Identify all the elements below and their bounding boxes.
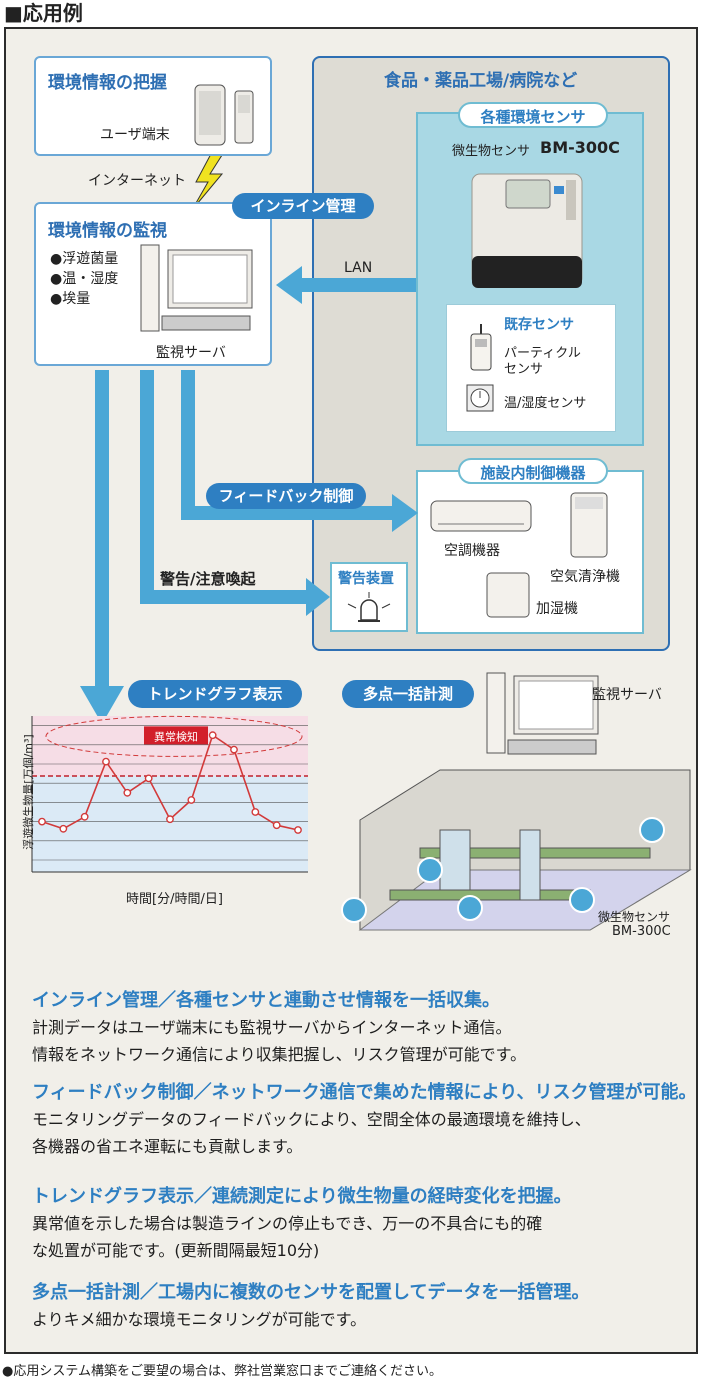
ac-label: 空調機器 xyxy=(444,543,500,559)
purifier-label: 空気清浄機 xyxy=(550,569,620,585)
chart-point xyxy=(166,815,174,824)
page-title: ■応用例 xyxy=(4,1,83,25)
anomaly-ellipse xyxy=(45,715,303,757)
particle-sensor-icon xyxy=(470,324,492,371)
section-heading-trend: トレンドグラフ表示／連続測定により微生物量の経時変化を把握。 xyxy=(32,1186,572,1207)
chart-point xyxy=(80,812,89,821)
chart-point xyxy=(59,824,68,833)
monitor-item: ●埃量 xyxy=(50,291,91,307)
warning-label: 警告/注意喚起 xyxy=(160,570,256,588)
anomaly-label: 異常検知 xyxy=(154,729,198,743)
section-heading-multipoint: 多点一括計測／工場内に複数のセンサを配置してデータを一括管理。 xyxy=(32,1282,590,1303)
tablet-icon xyxy=(194,84,226,146)
trend-chart: 異常検知 xyxy=(31,715,308,873)
section-line: な処置が可能です。(更新間隔最短10分) xyxy=(32,1241,320,1260)
footer-note: ●応用システム構築をご要望の場合は、弊社営業窓口までご連絡ください。 xyxy=(2,1364,442,1379)
sensor-model: BM-300C xyxy=(540,138,620,157)
sensor-name: 微生物センサ xyxy=(452,144,531,159)
trend-pill: トレンドグラフ表示 xyxy=(128,680,302,708)
section-line: 計測データはユーザ端末にも監視サーバからインターネット通信。 xyxy=(32,1018,512,1037)
chart-lower-band xyxy=(32,776,308,872)
lan-label: LAN xyxy=(344,260,373,276)
chart-point xyxy=(208,731,217,740)
sensors-pill: 各種環境センサ xyxy=(458,102,608,128)
info-box-title: 環境情報の把握 xyxy=(48,73,167,93)
control-devices-pill: 施設内制御機器 xyxy=(458,458,608,484)
humidifier-icon xyxy=(486,572,530,618)
thermo-sensor-icon xyxy=(466,384,494,412)
internet-label: インターネット xyxy=(88,173,186,189)
chart-point xyxy=(294,826,302,834)
particle-sensor-label-2: センサ xyxy=(504,362,544,377)
section-line: 情報をネットワーク通信により収集把握し、リスク管理が可能です。 xyxy=(32,1045,527,1064)
monitor-server-icon xyxy=(140,244,253,332)
alarm-light-icon xyxy=(347,592,391,622)
alarm-title: 警告装置 xyxy=(338,571,394,587)
feedback-pill: フィードバック制御 xyxy=(206,483,366,509)
air-conditioner-icon xyxy=(430,500,532,532)
chart-point xyxy=(38,817,46,826)
section-line: 各機器の省エネ運転にも貢献します。 xyxy=(32,1137,303,1156)
flow-arrows xyxy=(80,151,418,724)
existing-sensors-title: 既存センサ xyxy=(504,317,574,333)
bm300c-device-icon xyxy=(471,173,583,288)
chart-point xyxy=(123,788,132,797)
humidifier-label: 加湿機 xyxy=(536,601,578,617)
inline-pill: インライン管理 xyxy=(232,193,374,219)
multipoint-pill: 多点一括計測 xyxy=(342,680,474,708)
chart-point xyxy=(272,821,281,830)
section-line: 異常値を示した場合は製造ラインの停止もでき、万一の不具合にも的確 xyxy=(32,1214,543,1233)
chart-point xyxy=(102,757,110,766)
chart-xlabel: 時間[分/時間/日] xyxy=(126,892,223,907)
chart-point xyxy=(230,745,238,754)
multipoint-sensor-label-2: BM-300C xyxy=(612,924,671,939)
phone-icon xyxy=(234,90,254,144)
thermo-sensor-label: 温/湿度センサ xyxy=(504,396,587,411)
multipoint-server-label: 監視サーバ xyxy=(592,687,662,703)
chart-upper-band xyxy=(32,716,308,776)
particle-sensor-label-1: パーティクル xyxy=(504,346,581,361)
monitor-item: ●温・湿度 xyxy=(50,271,119,287)
multipoint-server-icon xyxy=(486,672,599,755)
factory-title: 食品・薬品工場/病院など xyxy=(384,71,578,91)
anomaly-badge xyxy=(144,726,208,745)
chart-point xyxy=(187,796,196,804)
section-heading-feedback: フィードバック制御／ネットワーク通信で集めた情報により、リスク管理が可能。 xyxy=(32,1082,697,1103)
monitor-server-label: 監視サーバ xyxy=(156,345,226,361)
section-line: よりキメ細かな環境モニタリングが可能です。 xyxy=(32,1310,367,1329)
section-heading-inline: インライン管理／各種センサと連動させ情報を一括収集。 xyxy=(32,990,500,1011)
monitor-box-title: 環境情報の監視 xyxy=(48,221,167,241)
user-device-label: ユーザ端末 xyxy=(100,127,170,143)
section-line: モニタリングデータのフィードバックにより、空間全体の最適環境を維持し、 xyxy=(32,1110,591,1129)
chart-ylabel: 浮遊微生物量[万個/m³] xyxy=(22,734,35,850)
multipoint-sensor-label-1: 微生物センサ xyxy=(598,910,671,924)
info-box xyxy=(34,56,272,156)
factory-floor-illustration xyxy=(341,769,692,931)
chart-point xyxy=(251,808,260,816)
monitor-item: ●浮遊菌量 xyxy=(50,251,119,267)
chart-point xyxy=(144,774,153,783)
air-purifier-icon xyxy=(570,492,608,558)
